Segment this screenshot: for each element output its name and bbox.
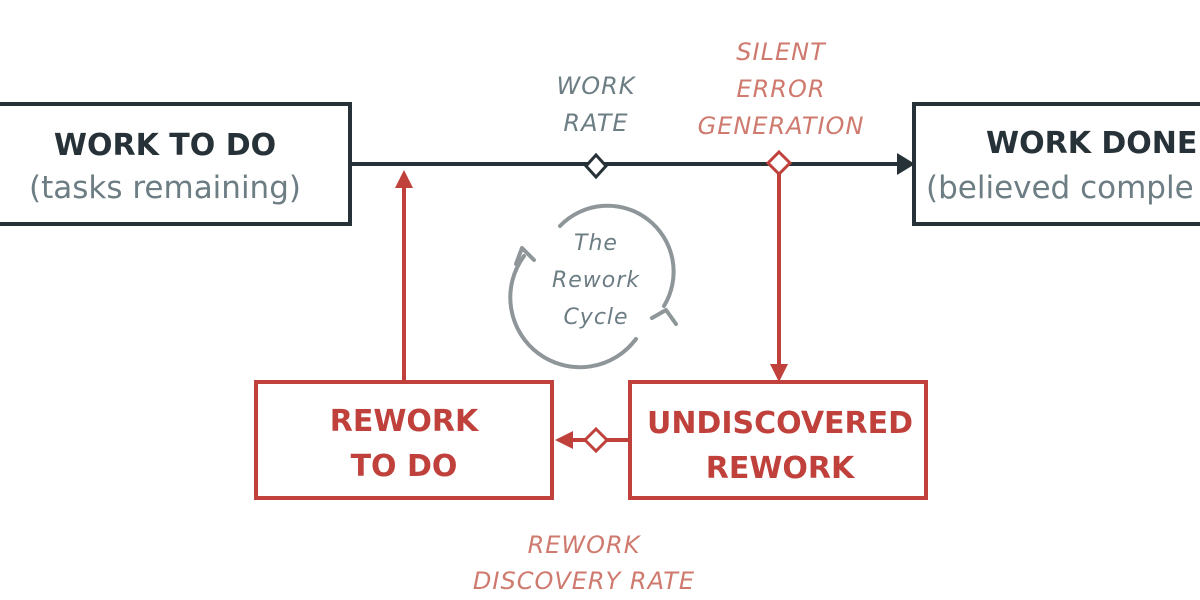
- work-to-do-box: [0, 102, 352, 226]
- silent-error-label-line2: ERROR: [736, 75, 825, 103]
- silent-error-label-line1: SILENT: [736, 38, 827, 66]
- rework-discovery-label-line2: DISCOVERY RATE: [473, 567, 695, 595]
- rework-return-flow-arrowhead: [395, 170, 413, 188]
- silent-error-flow-arrowhead: [770, 364, 788, 382]
- work-done-box: [912, 102, 1200, 226]
- rework-discovery-valve: [582, 426, 610, 454]
- silent-error-label-line3: GENERATION: [698, 112, 865, 140]
- work-rate-label-line2: RATE: [563, 109, 628, 137]
- loop-label-line2: Rework: [552, 268, 640, 293]
- undiscovered-rework-line2: REWORK: [706, 451, 856, 486]
- undiscovered-rework-box: [628, 380, 928, 500]
- work-done-subtitle: (believed comple: [926, 170, 1194, 206]
- work-done-title: WORK DONE: [986, 126, 1197, 161]
- work-to-do-subtitle: (tasks remaining): [29, 170, 301, 206]
- rework-discovery-flow-arrowhead: [555, 431, 573, 449]
- loop-label-line3: Cycle: [563, 305, 628, 330]
- rework-discovery-label-line1: REWORK: [528, 531, 642, 559]
- rework-to-do-box: [254, 380, 554, 500]
- rework-to-do-line1: REWORK: [330, 404, 480, 439]
- work-flow-arrowhead: [897, 153, 915, 175]
- work-rate-label-line1: WORK: [556, 72, 636, 100]
- work-rate-valve: [583, 152, 609, 180]
- work-to-do-title: WORK TO DO: [54, 128, 276, 163]
- loop-arrow-icon: [508, 203, 678, 370]
- silent-error-valve: [765, 149, 793, 177]
- undiscovered-rework-line1: UNDISCOVERED: [647, 406, 913, 441]
- rework-to-do-line2: TO DO: [351, 449, 458, 484]
- loop-label-line1: The: [574, 231, 618, 256]
